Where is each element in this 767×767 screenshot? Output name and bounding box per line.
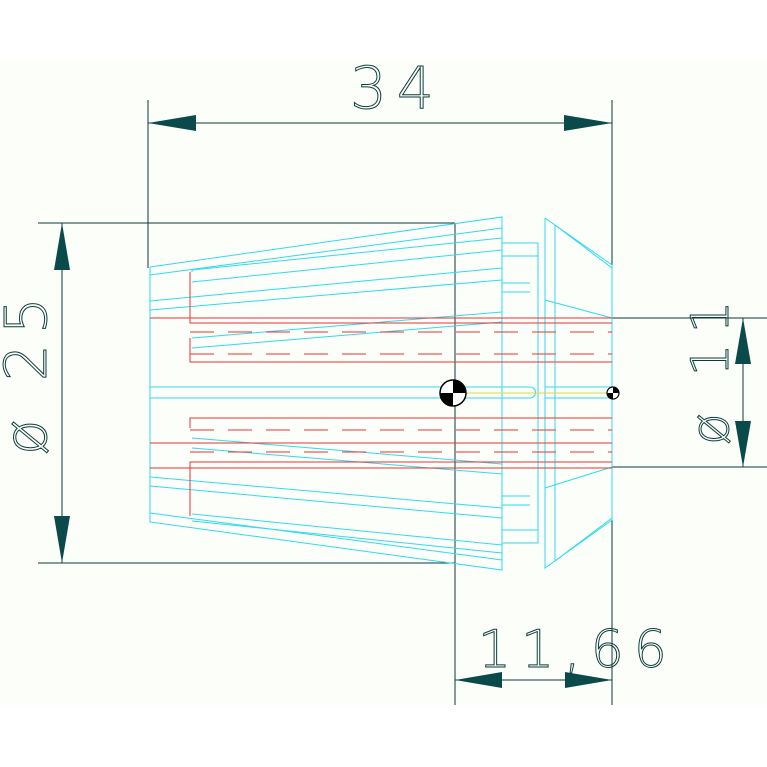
outer-diameter-dimension: ø 25 (0, 222, 455, 564)
outer-diameter-label: ø 25 (0, 287, 60, 455)
center-symbol-large (439, 379, 467, 407)
arrow-up (54, 223, 70, 270)
arrow-left (148, 115, 196, 131)
hidden-lines (150, 272, 612, 516)
length-label: 34 (350, 54, 444, 122)
arrow-down-small (735, 421, 751, 467)
center-symbol-small (606, 386, 620, 400)
arrow-right-bottom (565, 672, 612, 688)
arrow-down (54, 516, 70, 563)
offset-dimension: 11,66 (454, 223, 677, 705)
inner-diameter-dimension: ø 11 (612, 290, 767, 468)
inner-diameter-label: ø 11 (681, 290, 741, 445)
length-dimension: 34 (147, 54, 613, 268)
offset-label: 11,66 (478, 620, 677, 680)
arrow-right (564, 115, 612, 131)
arrow-up-small (735, 318, 751, 364)
arrow-left-bottom (455, 672, 502, 688)
drawing-sheet (0, 60, 767, 705)
